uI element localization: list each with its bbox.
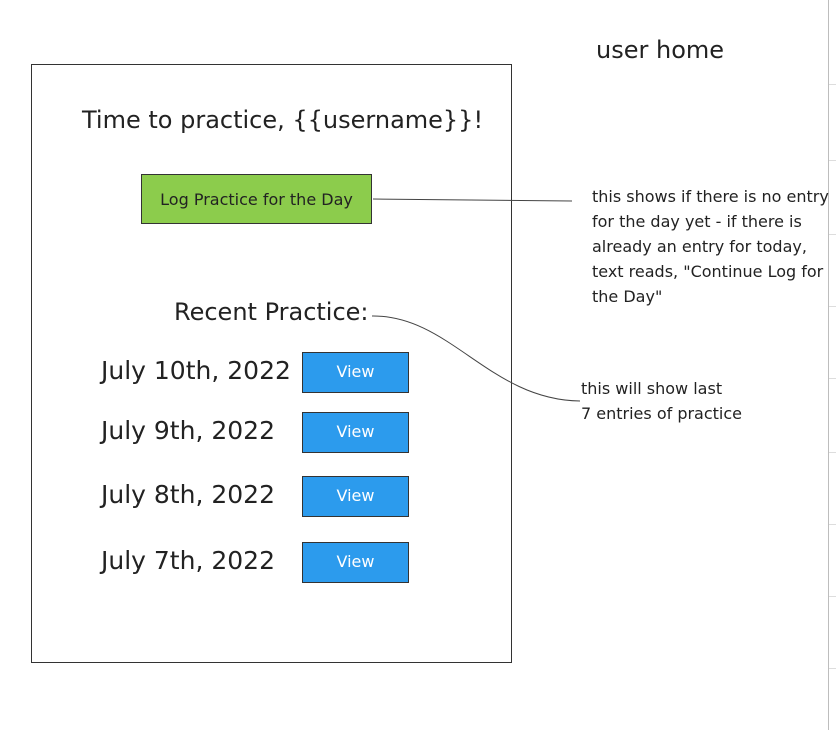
recent-note-connector <box>371 315 581 402</box>
canvas-edge-tick <box>829 234 836 235</box>
view-entry-button[interactable]: View <box>302 352 409 393</box>
log-button-note: this shows if there is no entry for the … <box>592 187 829 306</box>
recent-practice-note: this will show last 7 entries of practic… <box>581 376 781 426</box>
page-title: user home <box>596 36 725 64</box>
view-entry-button[interactable]: View <box>302 412 409 453</box>
entry-date: July 7th, 2022 <box>101 546 275 575</box>
canvas-edge-tick <box>829 84 836 85</box>
canvas-edge-tick <box>829 524 836 525</box>
recent-note-line: this will show last <box>581 379 723 398</box>
view-entry-button[interactable]: View <box>302 542 409 583</box>
log-note-connector <box>372 198 573 202</box>
canvas-edge-tick <box>829 452 836 453</box>
recent-note-line: 7 entries of practice <box>581 404 743 423</box>
canvas-edge-tick <box>829 378 836 379</box>
canvas-edge-tick <box>829 306 836 307</box>
mockup-frame <box>31 64 512 663</box>
canvas-edge-tick <box>829 668 836 669</box>
view-entry-button[interactable]: View <box>302 476 409 517</box>
recent-practice-heading: Recent Practice: <box>174 298 369 326</box>
greeting-heading: Time to practice, {{username}}! <box>82 106 484 134</box>
canvas-right-edge <box>828 0 829 730</box>
canvas-edge-tick <box>829 160 836 161</box>
canvas-edge-tick <box>829 596 836 597</box>
entry-date: July 9th, 2022 <box>101 416 275 445</box>
log-practice-button[interactable]: Log Practice for the Day <box>141 174 372 224</box>
entry-date: July 10th, 2022 <box>101 356 291 385</box>
entry-date: July 8th, 2022 <box>101 480 275 509</box>
